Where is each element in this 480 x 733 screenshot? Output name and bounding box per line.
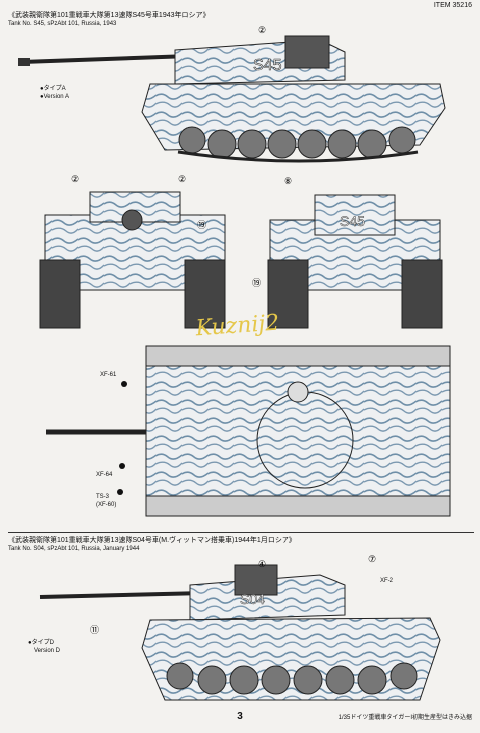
- section1-version-jp: ●タイプA: [40, 86, 66, 92]
- turret-marking-s04: S04: [240, 591, 265, 607]
- callout-11: ⑪: [90, 625, 99, 635]
- callout-7: ⑦: [368, 554, 376, 564]
- callout-2a: ②: [258, 25, 266, 35]
- section2-version-en: Version D: [34, 648, 61, 654]
- section1-version-en: ●Version A: [40, 94, 69, 100]
- tank-front-view: [39, 191, 226, 329]
- section2-version-jp: ●タイプD: [28, 640, 54, 646]
- section-divider: [8, 532, 474, 533]
- label-ts3: TS-3: [96, 494, 110, 500]
- callout-4: ④: [258, 559, 266, 569]
- turret-marking-s45: S45: [253, 57, 282, 74]
- callout-2b: ②: [71, 174, 79, 184]
- callout-19a: ⑲: [197, 220, 206, 230]
- tank-rear-view: [267, 194, 443, 329]
- label-xf60: (XF-60): [96, 502, 117, 508]
- section2-title-en: Tank No. S04, sPzAbt 101, Russia, Januar…: [8, 546, 140, 552]
- label-xf64: XF-64: [96, 472, 113, 478]
- label-xf61: XF-61: [100, 372, 117, 378]
- page-number: 3: [237, 711, 243, 722]
- callout-19b: ⑲: [252, 278, 261, 288]
- section1-title-jp: 《武装親衛隊第101重戦車大隊第13速隊S45号車1943年ロシア》: [8, 12, 210, 19]
- footer-text: 1/35ドイツ重戦車タイガーI初期生産型はきみ込据: [338, 715, 472, 721]
- tank-side-view-s04: [39, 564, 441, 701]
- callout-2c: ②: [178, 174, 186, 184]
- rear-marking-s45: S45: [340, 213, 365, 229]
- tank-side-view-s45: [18, 35, 446, 163]
- section2-title-jp: 《武装親衛隊第101重戦車大隊第13速隊S04号車(M.ヴィットマン搭乗車)19…: [8, 537, 296, 544]
- watermark: Kuznij2: [194, 311, 280, 342]
- gun-barrel: [21, 54, 191, 64]
- label-xf2: XF-2: [380, 578, 394, 584]
- section1-title-en: Tank No. S45, sPzAbt 101, Russia, 1943: [8, 21, 117, 27]
- tank-top-view: [46, 345, 451, 517]
- item-number: ITEM 35216: [433, 2, 472, 9]
- callout-8: ⑧: [284, 176, 292, 186]
